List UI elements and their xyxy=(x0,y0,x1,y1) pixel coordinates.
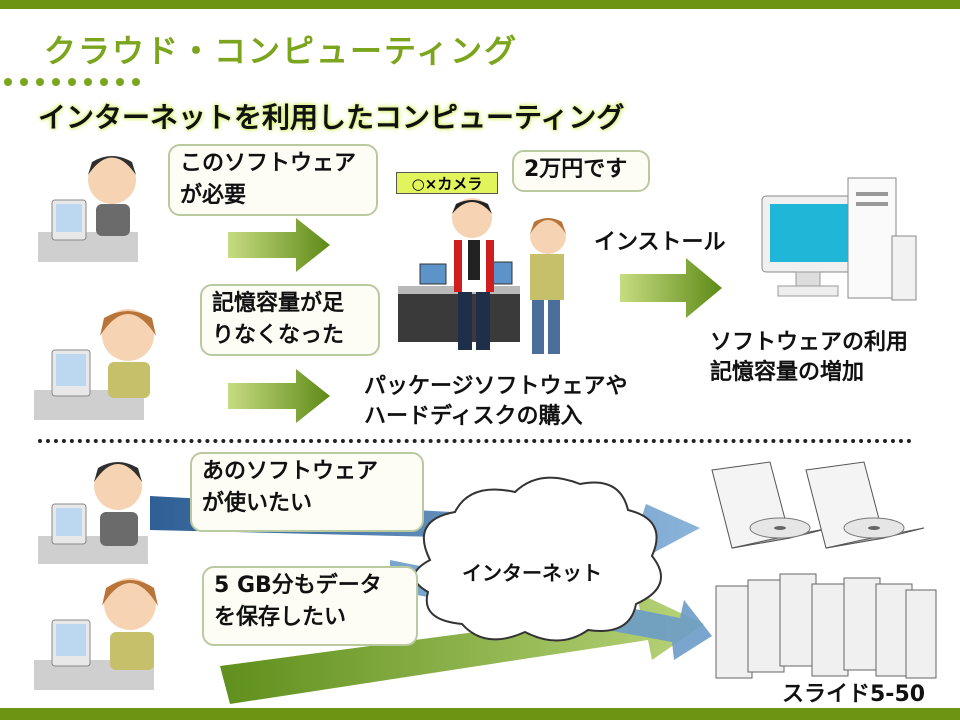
install-arrow xyxy=(620,258,722,318)
result-label: ソフトウェアの利用 記憶容量の増加 xyxy=(710,328,908,388)
bubble-line: あのソフトウェア xyxy=(202,459,379,484)
flow-arrow-2 xyxy=(228,369,330,423)
bubble-line: 2万円です xyxy=(524,157,628,182)
software-disc-icon xyxy=(805,461,925,549)
top-accent-bar xyxy=(0,0,960,9)
result-line: 記憶容量の増加 xyxy=(710,360,865,385)
flow-arrow-1 xyxy=(228,218,330,272)
purchase-label: パッケージソフトウェアや ハードディスクの購入 xyxy=(364,372,628,432)
person-icon xyxy=(38,156,138,262)
hard-disk-array-icon xyxy=(715,573,937,679)
install-label: インストール xyxy=(594,230,726,255)
slide-number: スライド5-50 xyxy=(782,682,926,707)
person-icon xyxy=(34,578,158,690)
desktop-pc-illustration xyxy=(761,177,917,301)
section-divider xyxy=(38,439,912,443)
bottom-accent-bar xyxy=(0,708,960,720)
internet-cloud xyxy=(413,476,662,642)
shop-counter-illustration xyxy=(398,198,566,354)
speech-bubble: 2万円です xyxy=(512,150,650,192)
purchase-line: ハードディスクの購入 xyxy=(364,404,583,429)
speech-bubble: あのソフトウェア が使いたい xyxy=(190,452,424,532)
speech-bubble: 記憶容量が足 りなくなった xyxy=(200,284,380,356)
bubble-line: を保存したい xyxy=(214,605,347,630)
bubble-line: が必要 xyxy=(180,183,247,208)
slide-title: クラウド・コンピューティング xyxy=(44,32,519,70)
bubble-line: りなくなった xyxy=(212,323,345,348)
result-line: ソフトウェアの利用 xyxy=(710,330,909,355)
purchase-line: パッケージソフトウェアや xyxy=(364,374,628,399)
shop-name-tag: ○×カメラ xyxy=(396,172,498,194)
title-dots xyxy=(4,78,140,86)
bubble-line: 5 GB分もデータ xyxy=(214,573,382,598)
software-disc-icon xyxy=(711,461,831,549)
person-icon xyxy=(34,309,156,420)
bubble-line: が使いたい xyxy=(202,491,313,516)
slide-subtitle: インターネットを利用したコンピューティング xyxy=(38,101,625,134)
speech-bubble: 5 GB分もデータ を保存したい xyxy=(202,566,418,646)
internet-label: インターネット xyxy=(462,561,602,585)
bubble-line: 記憶容量が足 xyxy=(212,291,345,316)
speech-bubble: このソフトウェア が必要 xyxy=(168,144,378,216)
bubble-line: このソフトウェア xyxy=(180,151,357,176)
person-icon xyxy=(38,462,148,564)
